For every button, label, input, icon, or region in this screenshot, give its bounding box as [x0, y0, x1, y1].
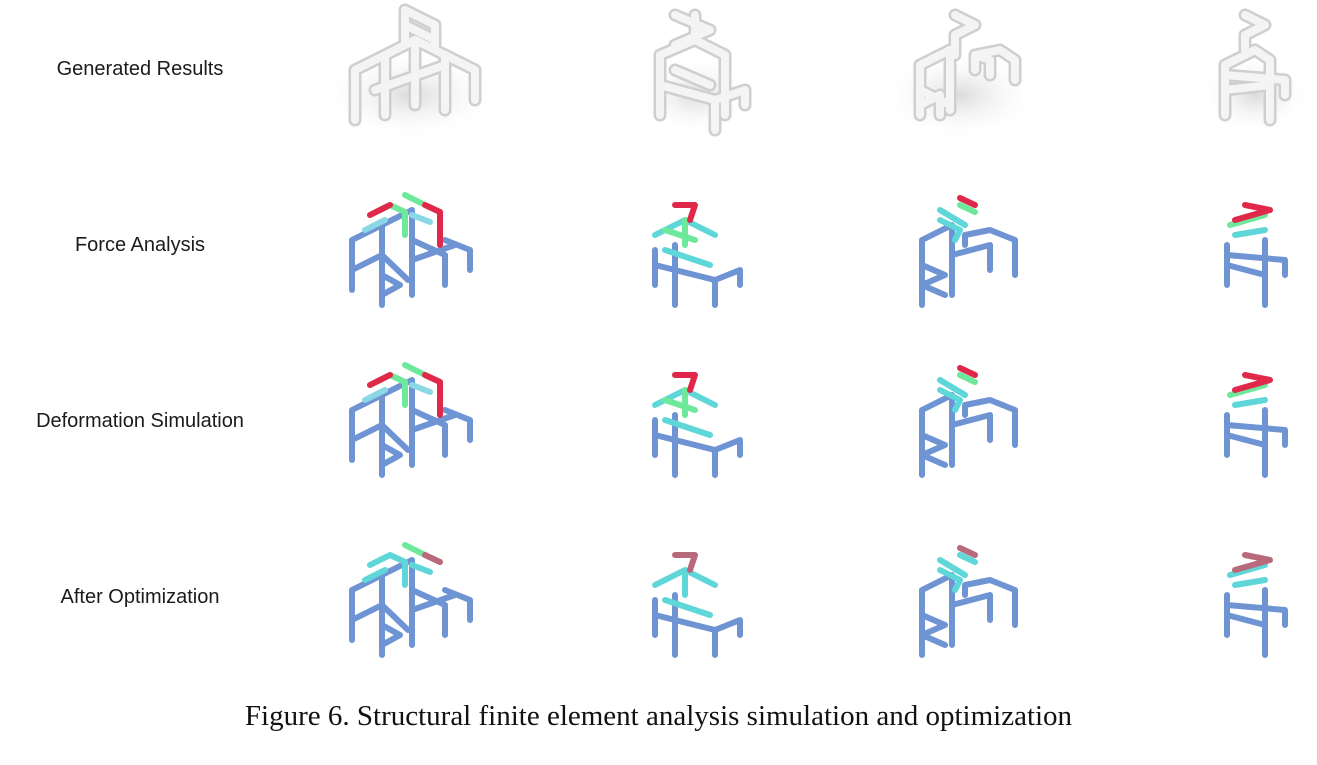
model-1-optimized — [349, 542, 473, 658]
row-after-optimization — [349, 542, 1288, 658]
model-2-generated — [635, 8, 755, 137]
model-4-deformation — [1224, 372, 1288, 478]
model-3-generated — [880, 8, 1040, 140]
model-1-force — [349, 192, 473, 308]
row-force-analysis — [349, 192, 1288, 308]
model-3-deformation — [919, 365, 1018, 478]
row-label-generated-results: Generated Results — [56, 58, 224, 80]
row-label-after-optimization: After Optimization — [60, 586, 220, 608]
figure-caption: Figure 6. Structural finite element anal… — [244, 700, 1073, 732]
model-3-optimized — [919, 545, 1018, 658]
model-2-deformation — [652, 372, 743, 478]
model-4-force — [1224, 202, 1288, 308]
model-4-generated — [1200, 8, 1310, 135]
model-3-force — [919, 195, 1018, 308]
model-1-generated — [320, 3, 500, 140]
model-2-optimized — [652, 552, 743, 658]
row-label-force-analysis: Force Analysis — [74, 234, 206, 256]
model-4-optimized — [1224, 552, 1288, 658]
model-1-deformation — [349, 362, 473, 478]
row-label-deformation-simulation: Deformation Simulation — [36, 410, 244, 432]
row-deformation-simulation — [349, 362, 1288, 478]
row-generated-results — [320, 3, 1310, 140]
structure-grid — [320, 3, 1310, 658]
model-2-force — [652, 202, 743, 308]
